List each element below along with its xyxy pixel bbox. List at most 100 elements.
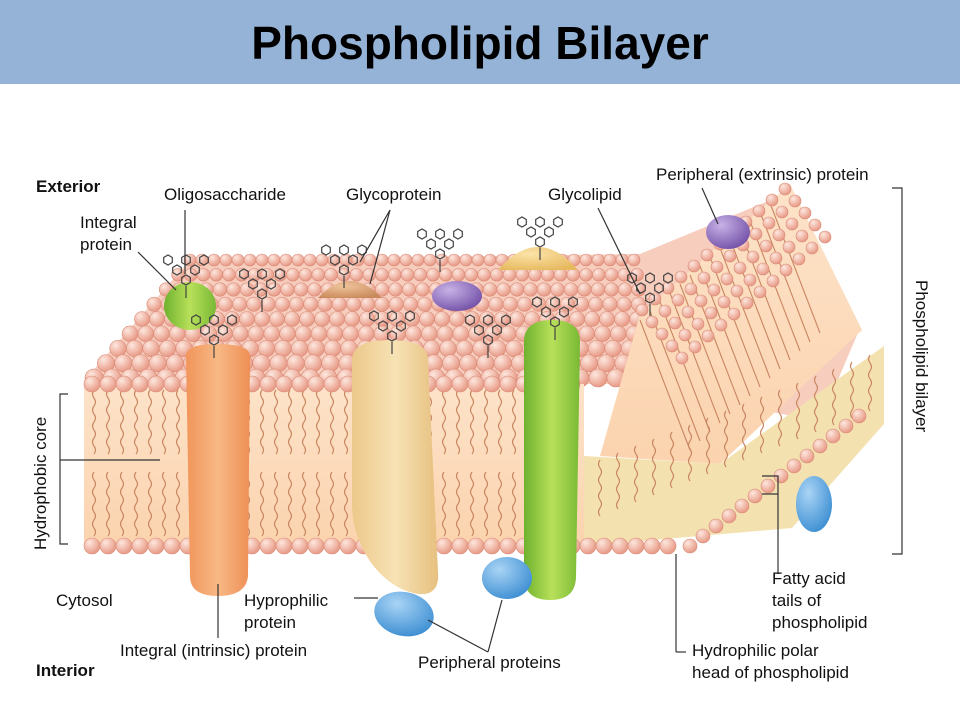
phospholipid-head [643,537,661,555]
sugar-ring [387,310,397,322]
phospholipid-head [307,537,325,555]
label-interior: Interior [36,661,95,680]
phospholipid-head [257,339,276,358]
label-oligosaccharide: Oligosaccharide [164,185,286,204]
label-fatty-acid-2: tails of [772,591,821,610]
phospholipid-head [299,311,315,327]
sugar-ring [181,274,191,286]
peripheral-protein-purple-top [706,215,750,249]
phospholipid-head [602,296,618,312]
label-glycoprotein: Glycoprotein [346,185,441,204]
phospholipid-head [566,268,580,282]
phospholipid-head [760,478,776,494]
phospholipid-head [838,418,854,434]
fatty-acid-tail [259,389,265,455]
phospholipid-head [594,325,611,342]
phospholipid-head [490,268,504,282]
phospholipid-head [423,253,437,267]
fatty-acid-tail [147,389,153,455]
phospholipid-head [346,296,361,312]
phospholipid-head [349,268,364,282]
phospholipid-head [439,339,457,358]
phospholipid-head [388,296,404,312]
phospholipid-head [812,438,828,454]
phospholipid-head [616,296,632,312]
phospholipid-head [563,282,579,297]
phospholipid-head [153,325,170,342]
fatty-acid-tail [705,417,711,475]
phospholipid-head [734,498,750,514]
phospholipid-head [727,307,741,321]
sugar-ring [387,330,397,342]
phospholipid-head [388,282,403,297]
phospholipid-head [403,296,418,312]
sugar-ring [568,296,578,308]
sugar-ring [163,254,173,266]
sugar-ring [275,268,285,280]
phospholipid-head [825,428,841,444]
sugar-ring [357,244,367,256]
phospholipid-head [254,311,270,327]
phospholipid-head [275,375,293,393]
phospholipid-head [720,272,734,286]
sugar-ring [266,278,276,290]
phospholipid-head [591,253,605,267]
phospholipid-head [387,253,401,267]
phospholipid-head [323,537,341,555]
phospholipid-head [149,311,165,327]
phospholipid-head [627,253,641,267]
phospholipid-head [451,268,466,282]
fatty-acid-tail [259,471,265,537]
phospholipid-head [769,251,783,265]
phospholipid-head [472,339,490,358]
phospholipid-head [477,268,491,282]
phospholipid-head [488,296,504,312]
fatty-acid-tail [679,283,731,415]
phospholipid-head [275,537,293,555]
phospholipid-head [464,268,478,282]
integral-protein-tan [352,340,439,595]
phospholipid-head [452,325,469,342]
phospholipid-head [131,375,149,393]
phospholipid-head [721,508,737,524]
fatty-acid-tail [91,389,97,455]
phospholipid-head [360,296,376,312]
phospholipid-head [291,375,309,393]
sugar-ring [550,316,560,328]
sugar-ring [369,310,379,322]
phospholipid-head [339,253,353,267]
phospholipid-head [163,375,181,393]
sugar-ring [435,248,445,260]
phospholipid-head [291,537,309,555]
phospholipid-head [681,305,695,319]
glycoprotein-brown [318,281,382,298]
phospholipid-head [788,194,802,208]
phospholipid-head [290,339,309,358]
peripheral-protein-blue-large [374,591,434,637]
phospholipid-head [743,273,757,287]
label-fatty-acid-1: Fatty acid [772,569,846,588]
fatty-acid-tail [343,471,349,537]
sugar-ring [559,306,569,318]
sugar-ring [339,244,349,256]
phospholipid-head [779,263,793,277]
phospholipid-head [255,253,269,267]
phospholipid-head [239,282,255,297]
phospholipid-head [577,282,592,297]
phospholipid-head [449,311,465,327]
sugar-ring [321,244,331,256]
sugar-ring [474,324,484,336]
sugar-ring [348,254,358,266]
peripheral-protein-blue-right [796,476,832,532]
fatty-acid-tail [497,389,503,455]
phospholipid-head [405,325,422,342]
phospholipid-head [289,296,304,312]
fatty-acid-tail [719,247,771,379]
phospholipid-head [517,296,532,312]
leader-lines [59,187,903,653]
sugar-ring [257,268,267,280]
bilayer-diagram: Exterior Oligosaccharide Glycoprotein Gl… [31,165,931,682]
phospholipid-head [307,339,325,358]
sugar-ring [200,324,210,336]
phospholipid-head [482,282,498,297]
